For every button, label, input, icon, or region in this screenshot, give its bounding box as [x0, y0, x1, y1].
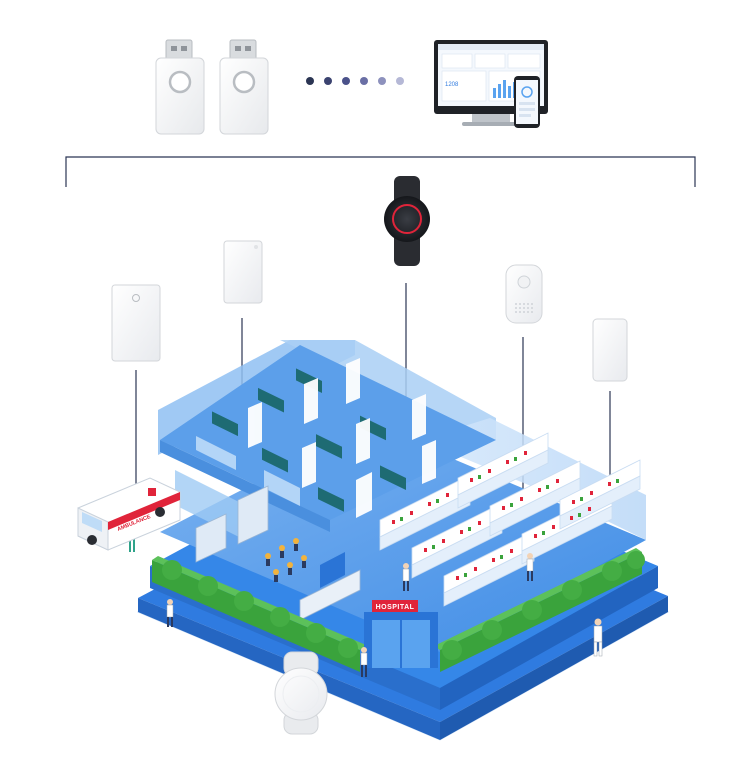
badge-tag-device — [111, 284, 161, 362]
ambulance: AMBULANCE — [77, 477, 181, 551]
hospital-sign: HOSPITAL — [376, 604, 415, 611]
dashboard-monitor: 1208 — [434, 40, 548, 128]
network-bracket — [65, 156, 696, 187]
hedges — [152, 548, 645, 672]
badge-tag-icon — [111, 284, 161, 362]
wristband-icon — [384, 176, 430, 266]
asset-tag-icon — [223, 240, 263, 304]
hospital-entrance: HOSPITAL — [364, 600, 438, 668]
pharmacy-shelves — [379, 432, 641, 607]
wristband-icon — [274, 651, 328, 735]
round-beacon-icon — [505, 264, 543, 324]
sensor-tag-icon — [592, 318, 628, 382]
hospital-building: HOSPITAL AMBULANCE — [77, 340, 670, 741]
patient-wristband-device — [274, 651, 328, 735]
wristband-device — [384, 176, 430, 266]
dashboard-metric: 1208 — [445, 82, 459, 88]
connection-dots — [306, 77, 404, 85]
asset-tag-device — [223, 240, 263, 304]
lobby-area — [175, 470, 361, 621]
usb-gateway-2 — [219, 39, 269, 135]
usb-dongle-icon — [155, 39, 205, 135]
usb-dongle-icon — [219, 39, 269, 135]
usb-gateway-1 — [155, 39, 205, 135]
ward-beds — [196, 358, 436, 518]
sensor-tag-device — [592, 318, 628, 382]
smartphone-icon — [514, 76, 540, 128]
beacon-device — [505, 264, 543, 324]
